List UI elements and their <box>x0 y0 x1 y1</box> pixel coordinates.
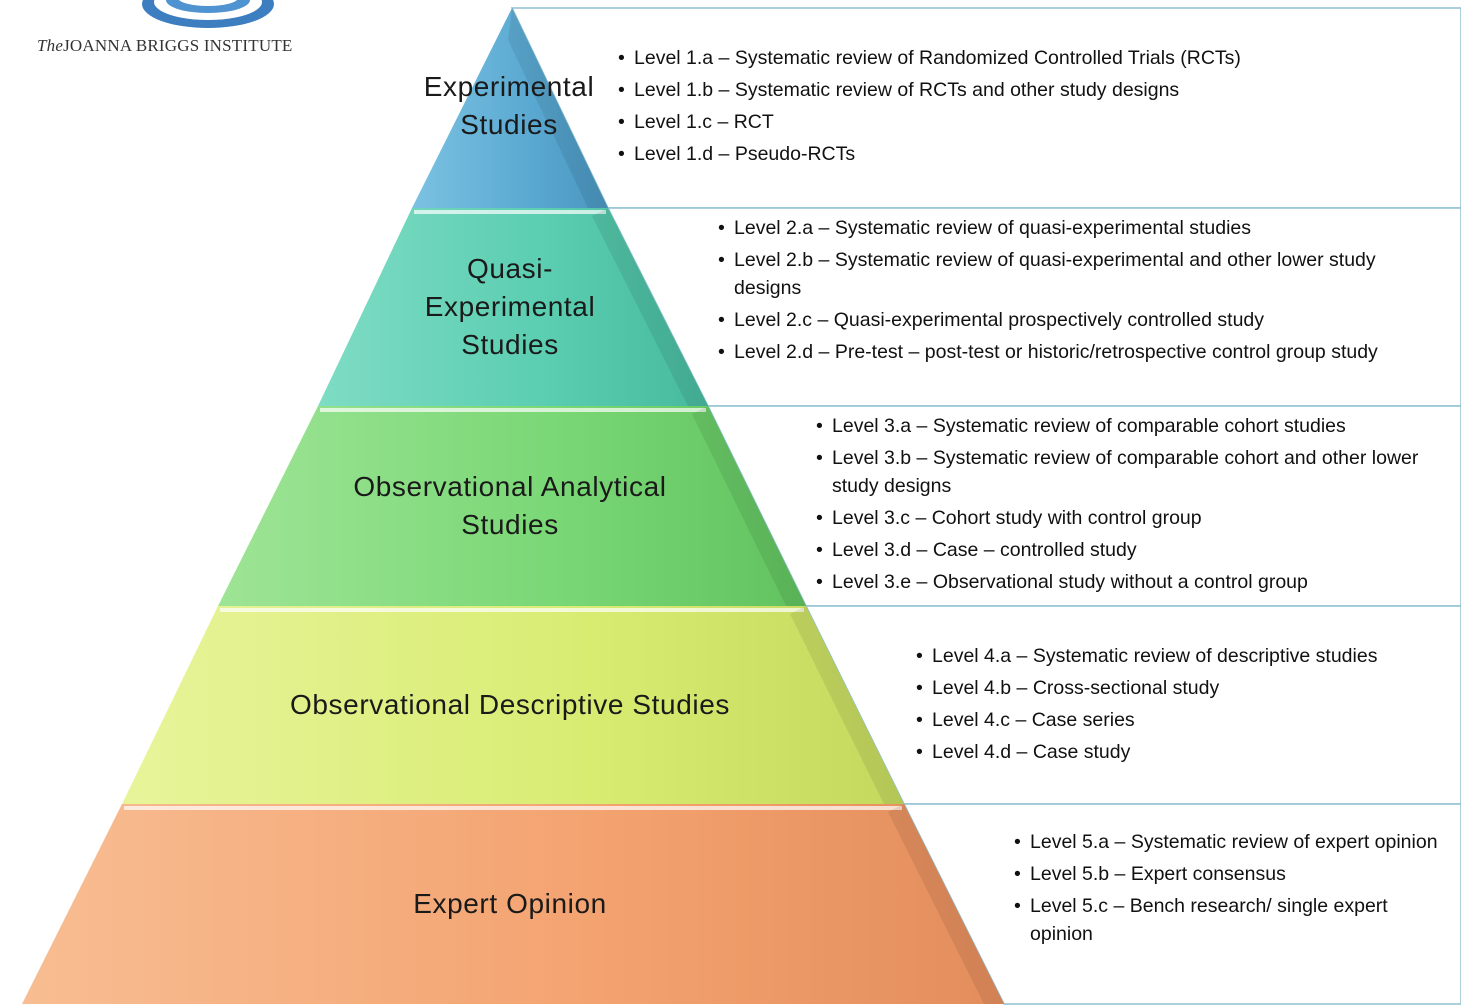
level-4-list: Level 4.a – Systematic review of descrip… <box>914 642 1454 770</box>
institute-name: TheJOANNA BRIGGS INSTITUTE <box>37 36 293 56</box>
tier-2-label-line: Quasi- <box>466 253 554 284</box>
list-item: Level 3.d – Case – controlled study <box>814 536 1454 564</box>
list-item: Level 4.d – Case study <box>914 738 1454 766</box>
list-item: Level 3.a – Systematic review of compara… <box>814 412 1454 440</box>
list-item: Level 2.a – Systematic review of quasi-e… <box>716 214 1446 242</box>
tier-1-label: Experimental Studies <box>402 68 616 144</box>
list-item: Level 2.d – Pre-test – post-test or hist… <box>716 338 1446 366</box>
tier-4-shape <box>122 606 904 804</box>
tier-2-shape <box>318 208 708 406</box>
list-item: Level 5.c – Bench research/ single exper… <box>1012 892 1452 948</box>
list-item: Level 2.b – Systematic review of quasi-e… <box>716 246 1446 302</box>
list-item: Level 1.a – Systematic review of Randomi… <box>616 44 1446 72</box>
institute-name-main: JOANNA BRIGGS INSTITUTE <box>63 36 293 55</box>
list-item: Level 5.a – Systematic review of expert … <box>1012 828 1452 856</box>
tier-5-label-line: Expert Opinion <box>413 888 607 919</box>
list-item: Level 1.b – Systematic review of RCTs an… <box>616 76 1446 104</box>
level-1-list: Level 1.a – Systematic review of Randomi… <box>616 44 1446 172</box>
tier-4-label-line: Observational Descriptive Studies <box>290 689 730 720</box>
list-item: Level 2.c – Quasi-experimental prospecti… <box>716 306 1446 334</box>
list-item: Level 3.b – Systematic review of compara… <box>814 444 1454 500</box>
tier-4-label: Observational Descriptive Studies <box>210 686 810 724</box>
tier-2-label-line: Studies <box>461 329 559 360</box>
list-item: Level 3.e – Observational study without … <box>814 568 1454 596</box>
concentric-rings-icon <box>142 0 274 28</box>
tier-2-label: Quasi- Experimental Studies <box>400 250 620 364</box>
tier-5-label: Expert Opinion <box>310 885 710 923</box>
list-item: Level 4.c – Case series <box>914 706 1454 734</box>
institute-name-prefix: The <box>37 36 64 55</box>
tier-3-label-line: Observational Analytical <box>353 471 667 502</box>
tier-3-label: Observational Analytical Studies <box>310 468 710 544</box>
tier-3-shape <box>218 406 806 606</box>
level-2-list: Level 2.a – Systematic review of quasi-e… <box>716 214 1446 370</box>
level-3-list: Level 3.a – Systematic review of compara… <box>814 412 1454 600</box>
list-item: Level 1.c – RCT <box>616 108 1446 136</box>
tier-3-label-line: Studies <box>461 509 559 540</box>
tier-2-label-line: Experimental <box>424 291 596 322</box>
list-item: Level 4.a – Systematic review of descrip… <box>914 642 1454 670</box>
list-item: Level 5.b – Expert consensus <box>1012 860 1452 888</box>
list-item: Level 4.b – Cross-sectional study <box>914 674 1454 702</box>
institute-logo: TheJOANNA BRIGGS INSTITUTE <box>30 0 340 70</box>
tier-1-shape <box>412 8 608 208</box>
tier-1-label-line: Studies <box>460 109 558 140</box>
tier-1-label-line: Experimental <box>423 71 595 102</box>
level-5-list: Level 5.a – Systematic review of expert … <box>1012 828 1452 952</box>
list-item: Level 1.d – Pseudo-RCTs <box>616 140 1446 168</box>
list-item: Level 3.c – Cohort study with control gr… <box>814 504 1454 532</box>
tier-5-shape <box>22 804 1004 1004</box>
